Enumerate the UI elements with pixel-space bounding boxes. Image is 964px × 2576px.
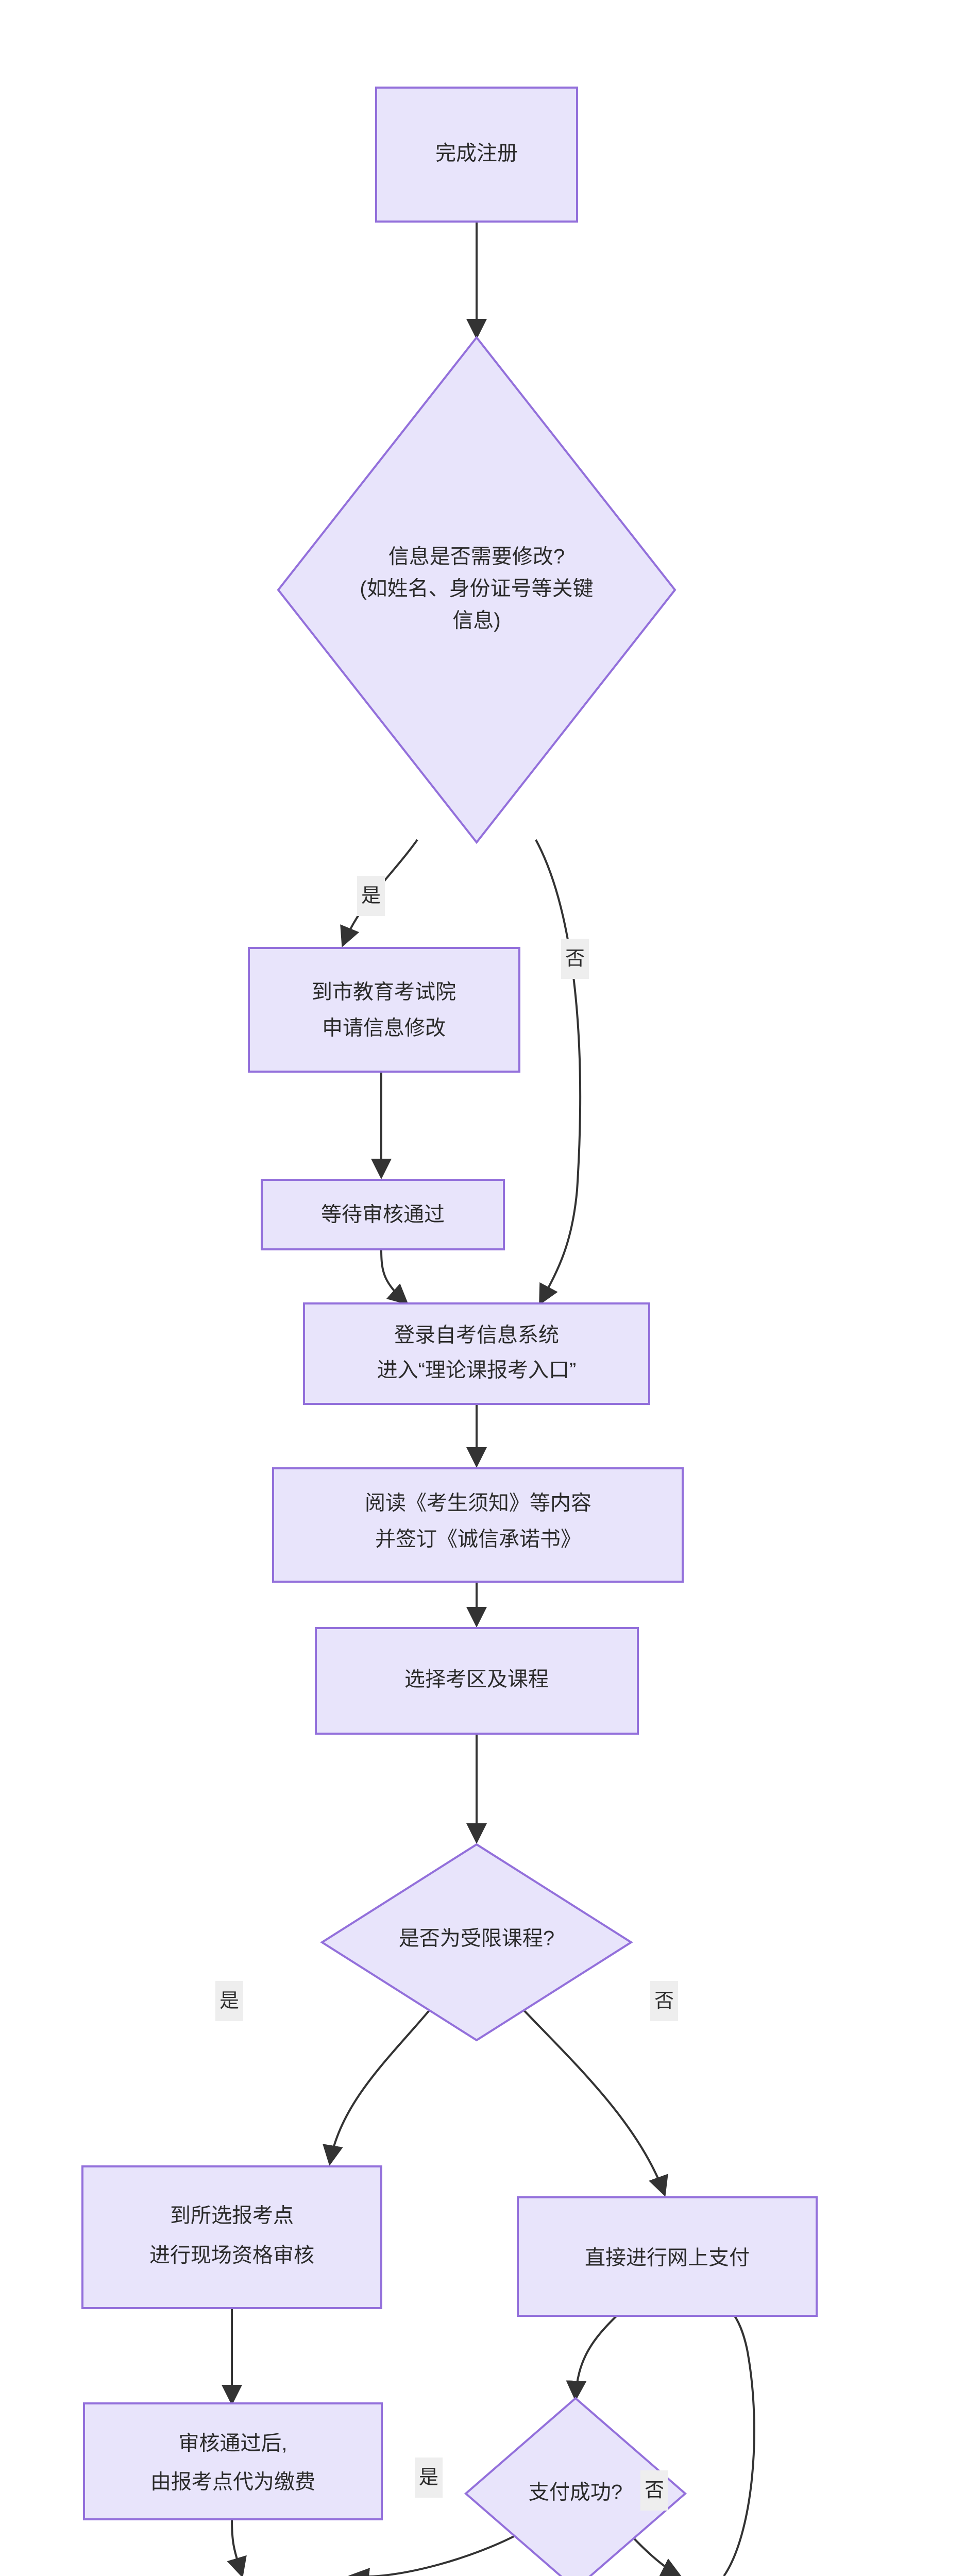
node-n5-shape — [303, 1302, 650, 1405]
node-n4-shape — [261, 1179, 505, 1250]
edge-label-yes-3-bg — [415, 2458, 443, 2498]
node-n2-need-info-change-decision[interactable]: 信息是否需要修改? (如姓名、身份证号等关键 信息) — [277, 335, 677, 844]
node-n3-label-line1: 到市教育考试院 — [312, 981, 456, 1004]
edge-n12-n13 — [348, 2526, 532, 2576]
node-n2-shape — [277, 335, 677, 844]
node-n3-apply-info-change[interactable]: 到市教育考试院 申请信息修改 — [248, 947, 520, 1073]
edge-label-no-3-text: 否 — [645, 2480, 664, 2501]
node-n7-label-line1: 选择考区及课程 — [404, 1668, 549, 1691]
node-n1-shape — [375, 87, 578, 223]
node-n9-label-line1: 到所选报考点 — [170, 2205, 294, 2227]
edge-n2-n5 — [535, 839, 582, 1306]
node-n8-shape — [320, 1843, 633, 2042]
edge-label-yes-3-text: 是 — [419, 2467, 438, 2488]
node-n10-label-line1: 直接进行网上支付 — [585, 2247, 750, 2269]
node-n12-payment-success-decision[interactable]: 支付成功? — [464, 2397, 687, 2576]
node-n6-read-notice-sign-pledge[interactable]: 阅读《考生须知》等内容 并签订《诚信承诺书》 — [272, 1467, 684, 1583]
node-n6-label-line1: 阅读《考生须知》等内容 — [365, 1492, 591, 1515]
node-n8-restricted-course-decision[interactable]: 是否为受限课程? — [320, 1843, 633, 2042]
edge-n11-n13 — [227, 2519, 247, 2576]
edge-label-yes-3: 是 — [415, 2458, 443, 2498]
node-n1-label-line1: 完成注册 — [435, 142, 518, 165]
edge-label-no-2: 否 — [650, 1981, 678, 2021]
node-n2-label-line1: 信息是否需要修改? — [388, 546, 565, 568]
node-n9-onsite-qualification-review[interactable]: 到所选报考点 进行现场资格审核 — [81, 2165, 382, 2309]
node-n8-label-line1: 是否为受限课程? — [399, 1927, 554, 1950]
node-n7-select-district-courses[interactable]: 选择考区及课程 — [315, 1627, 639, 1735]
edge-label-no-1-text: 否 — [565, 948, 585, 970]
node-n1-complete-registration[interactable]: 完成注册 — [375, 87, 578, 223]
node-n11-label-line1: 审核通过后, — [178, 2432, 287, 2455]
node-n3-label-line2: 申请信息修改 — [322, 1017, 446, 1040]
node-n5-label-line1: 登录自考信息系统 — [394, 1324, 559, 1347]
edge-label-yes-2-text: 是 — [219, 1990, 239, 2012]
node-n5-login-system[interactable]: 登录自考信息系统 进入“理论课报考入口” — [303, 1302, 650, 1405]
edge-label-yes-2: 是 — [215, 1981, 243, 2021]
node-n4-label-line1: 等待审核通过 — [321, 1204, 445, 1226]
edge-label-no-3: 否 — [640, 2470, 668, 2511]
node-n5-label-line2: 进入“理论课报考入口” — [377, 1359, 577, 1382]
edge-label-no-1: 否 — [561, 939, 589, 979]
node-n2-label-line2: (如姓名、身份证号等关键 — [360, 578, 593, 600]
node-n10-shape — [517, 2196, 818, 2317]
edge-n14-n10-loop — [704, 2292, 755, 2576]
node-n4-wait-approval[interactable]: 等待审核通过 — [261, 1179, 505, 1250]
node-n3-shape — [248, 947, 520, 1073]
node-n9-label-line2: 进行现场资格审核 — [149, 2244, 314, 2267]
edge-n8-n10 — [522, 2008, 668, 2197]
edge-label-yes-1-text: 是 — [361, 885, 381, 907]
edge-label-no-2-text: 否 — [654, 1990, 674, 2012]
edge-n4-n5 — [380, 1249, 409, 1305]
edge-label-yes-2-bg — [215, 1981, 243, 2021]
node-n2-label-line3: 信息) — [452, 609, 500, 632]
node-n6-shape — [272, 1467, 684, 1583]
edge-label-no-2-bg — [650, 1981, 678, 2021]
edge-label-no-3-bg — [640, 2470, 668, 2511]
node-n6-label-line2: 并签订《诚信承诺书》 — [375, 1528, 581, 1551]
edge-n10-n12 — [566, 2313, 619, 2401]
edge-label-no-1-bg — [561, 939, 589, 979]
node-n11-label-line2: 由报考点代为缴费 — [150, 2471, 315, 2494]
node-n9-shape — [81, 2165, 382, 2309]
node-n11-fee-paid-by-center[interactable]: 审核通过后, 由报考点代为缴费 — [83, 2402, 383, 2520]
edge-label-yes-1: 是 — [357, 876, 385, 916]
node-n10-direct-online-payment[interactable]: 直接进行网上支付 — [517, 2196, 818, 2317]
node-n7-shape — [315, 1627, 639, 1735]
node-n11-shape — [83, 2402, 383, 2520]
node-n12-label-line1: 支付成功? — [529, 2481, 622, 2504]
node-n12-shape — [464, 2397, 687, 2576]
edge-n8-n9 — [323, 2008, 431, 2166]
edge-label-yes-1-bg — [357, 876, 385, 916]
